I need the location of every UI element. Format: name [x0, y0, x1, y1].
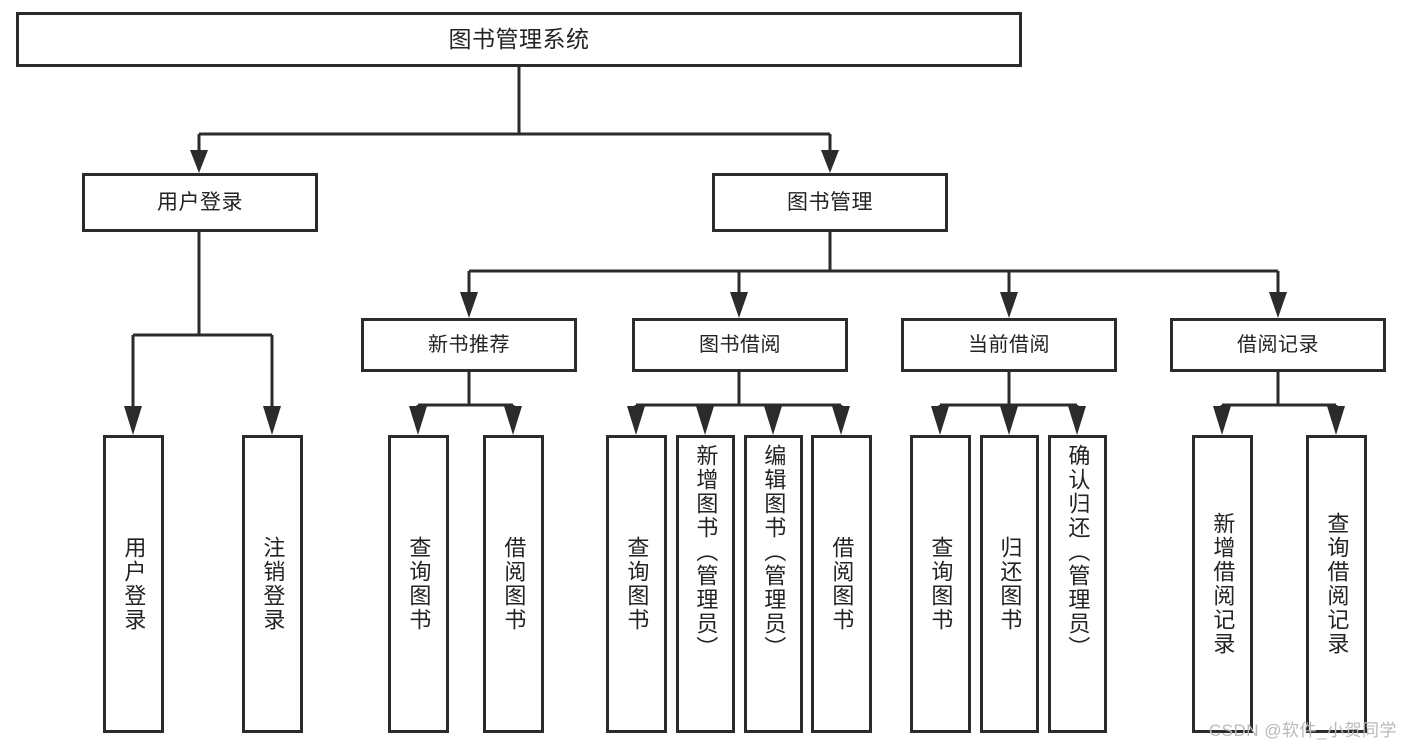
leaf-user-login-logout[interactable]: 注销登录	[242, 435, 303, 733]
leaf-current-borrow-query-book[interactable]: 查询图书	[910, 435, 971, 733]
node-book-management[interactable]: 图书管理	[712, 173, 948, 232]
node-label: 新增借阅记录	[1210, 512, 1236, 656]
node-borrow-records[interactable]: 借阅记录	[1170, 318, 1386, 372]
node-label: 新书推荐	[428, 334, 510, 356]
node-new-book-recommend[interactable]: 新书推荐	[361, 318, 577, 372]
node-label: 当前借阅	[968, 334, 1050, 356]
node-label: 图书管理系统	[448, 26, 590, 52]
node-label: 借阅图书	[829, 536, 855, 632]
node-label: 查询图书	[624, 536, 650, 632]
node-current-borrow[interactable]: 当前借阅	[901, 318, 1117, 372]
leaf-book-borrow-borrow-book[interactable]: 借阅图书	[811, 435, 872, 733]
leaf-new-book-borrow-book[interactable]: 借阅图书	[483, 435, 544, 733]
node-label: 新增图书（管理员）	[693, 444, 719, 660]
node-user-login[interactable]: 用户登录	[82, 173, 318, 232]
node-label: 编辑图书（管理员）	[761, 444, 787, 660]
leaf-book-borrow-query-book[interactable]: 查询图书	[606, 435, 667, 733]
node-label: 图书管理	[787, 191, 873, 214]
node-label: 查询借阅记录	[1324, 512, 1350, 656]
node-label: 用户登录	[157, 191, 243, 214]
node-label: 确认归还（管理员）	[1065, 444, 1091, 660]
csdn-watermark: CSDN @软件_小贺同学	[1208, 721, 1397, 740]
node-label: 查询图书	[406, 536, 432, 632]
node-book-borrow[interactable]: 图书借阅	[632, 318, 848, 372]
leaf-records-add-record[interactable]: 新增借阅记录	[1192, 435, 1253, 733]
leaf-new-book-query-book[interactable]: 查询图书	[388, 435, 449, 733]
leaf-current-borrow-confirm-return-admin[interactable]: 确认归还（管理员）	[1048, 435, 1107, 733]
node-label: 图书借阅	[699, 334, 781, 356]
node-label: 借阅记录	[1237, 334, 1319, 356]
node-root-system[interactable]: 图书管理系统	[16, 12, 1022, 67]
node-label: 归还图书	[997, 536, 1023, 632]
node-label: 用户登录	[121, 536, 147, 632]
node-label: 注销登录	[260, 536, 286, 632]
leaf-records-query-record[interactable]: 查询借阅记录	[1306, 435, 1367, 733]
leaf-book-borrow-edit-book-admin[interactable]: 编辑图书（管理员）	[744, 435, 803, 733]
node-label: 借阅图书	[501, 536, 527, 632]
node-label: 查询图书	[928, 536, 954, 632]
leaf-user-login-login[interactable]: 用户登录	[103, 435, 164, 733]
leaf-current-borrow-return-book[interactable]: 归还图书	[980, 435, 1039, 733]
leaf-book-borrow-add-book-admin[interactable]: 新增图书（管理员）	[676, 435, 735, 733]
